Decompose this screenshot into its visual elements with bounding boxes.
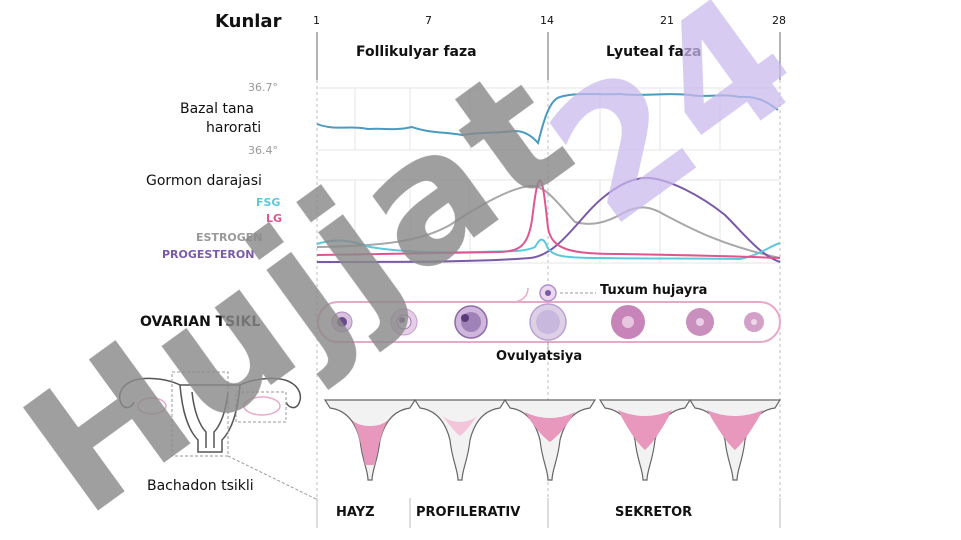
- uterine-cycle-label: Bachadon tsikli: [147, 478, 254, 494]
- day-tick-28: 28: [772, 14, 786, 27]
- fsh-curve: [316, 238, 781, 261]
- legend-progesterone: PROGESTERON: [162, 248, 255, 261]
- day-tick-7: 7: [425, 14, 432, 27]
- uterus-stage-4: [598, 399, 692, 481]
- progesterone-curve: [316, 176, 781, 263]
- days-label: Kunlar: [215, 11, 282, 32]
- uterine-bar-separators: [316, 498, 781, 528]
- ovarian-outline: [316, 301, 782, 343]
- temperature-label-line2: harorati: [206, 120, 262, 136]
- uterus-stage-3: [503, 399, 597, 481]
- menses-label: HAYZ: [336, 505, 375, 520]
- lh-curve: [316, 178, 781, 259]
- legend-fsh: FSG: [256, 196, 281, 209]
- proliferative-label: PROFILERATIV: [416, 505, 521, 520]
- day-tick-1: 1: [313, 14, 320, 27]
- uterus-stage-1: [323, 399, 417, 481]
- hormone-grid: [317, 179, 780, 264]
- corpus-luteum-3: [744, 312, 764, 332]
- corpus-luteum-2: [686, 308, 714, 336]
- temperature-grid: [317, 87, 780, 151]
- uterus-anatomy: [118, 377, 302, 453]
- corpus-luteum-1: [611, 305, 645, 339]
- temperature-max: 36.7°: [248, 81, 278, 94]
- luteal-phase-label: Lyuteal faza: [606, 44, 702, 60]
- ovarian-cycle-label: OVARIAN TSIKL: [140, 314, 261, 330]
- ovulation-label: Ovulyatsiya: [496, 349, 583, 364]
- follicle-3: [454, 305, 488, 339]
- follicle-ovulating: [529, 303, 567, 341]
- follicular-phase-label: Follikulyar faza: [356, 44, 477, 60]
- uterus-callout-boxes: [171, 371, 319, 501]
- uterus-stage-2: [413, 399, 507, 481]
- uterus-stage-5: [688, 399, 782, 481]
- secretory-label: SEKRETOR: [615, 505, 693, 520]
- egg-label: Tuxum hujayra: [600, 283, 708, 298]
- day-tick-21: 21: [660, 14, 674, 27]
- follicle-1: [331, 311, 353, 333]
- day-tick-14: 14: [540, 14, 554, 27]
- temperature-min: 36.4°: [248, 144, 278, 157]
- phase-boundaries: [316, 32, 781, 80]
- ovarian-callout: [511, 287, 529, 303]
- estrogen-curve: [316, 184, 781, 259]
- legend-lh: LG: [266, 212, 283, 225]
- egg-cell: [539, 284, 557, 302]
- legend-estrogen: ESTROGEN: [196, 231, 263, 244]
- hormone-label: Gormon darajasi: [146, 173, 262, 189]
- temperature-line: [316, 92, 779, 146]
- temperature-label-line1: Bazal tana: [180, 101, 254, 117]
- follicle-2: [390, 308, 418, 336]
